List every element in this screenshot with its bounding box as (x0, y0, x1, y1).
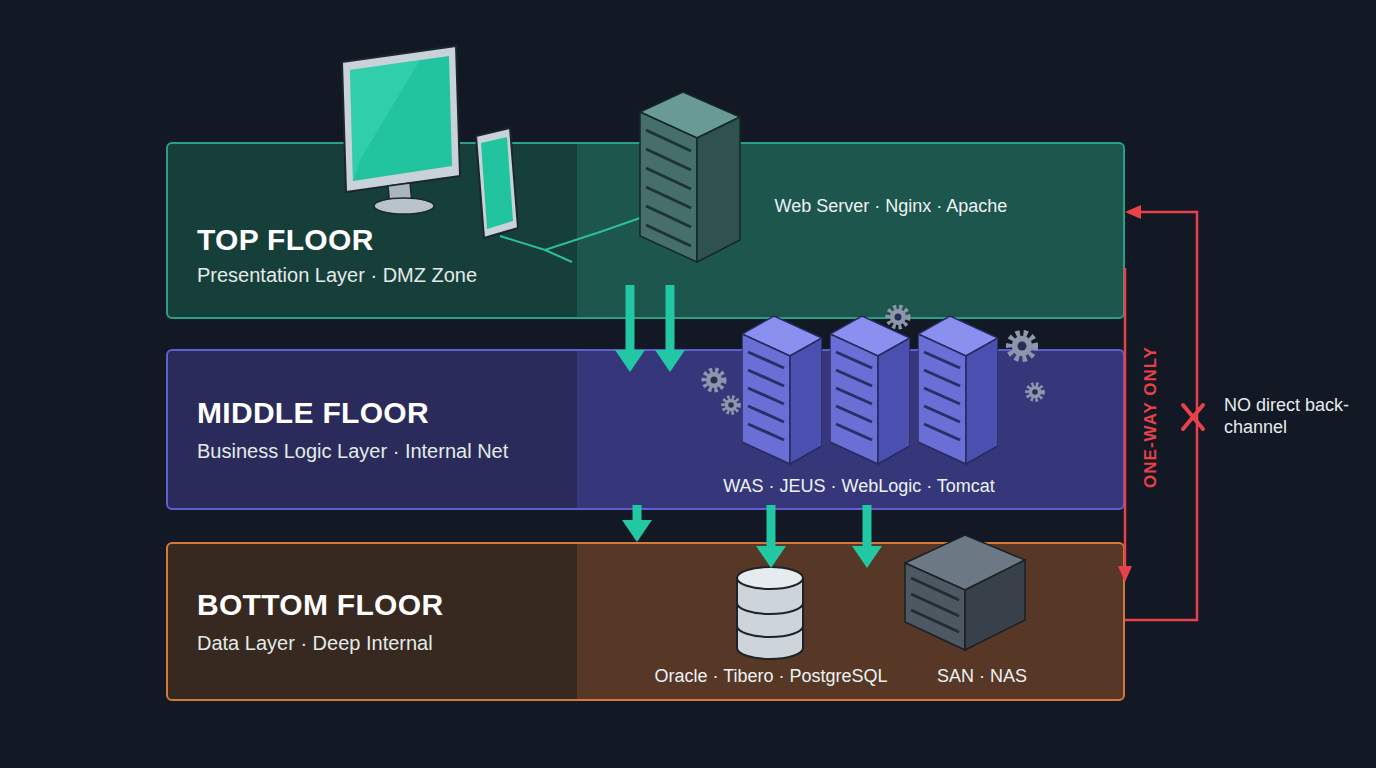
storage-group: SAN · NAS (905, 568, 1060, 695)
component-label: SAN · NAS (937, 666, 1027, 687)
web-server-group: Web Server · Nginx · Apache (600, 150, 1100, 285)
flow-connector (622, 505, 652, 542)
blocked-x-mark (1183, 405, 1203, 429)
component-label: Web Server · Nginx · Apache (775, 196, 1008, 217)
blocked-note: NO direct back-channel (1224, 394, 1354, 438)
layer-band: MIDDLE FLOOR Business Logic Layer · Inter… (166, 349, 1125, 510)
layer-title: TOP FLOOR (197, 223, 374, 257)
flow-connector (1125, 205, 1197, 620)
layer-band: BOTTOM FLOOR Data Layer · Deep InternalOr… (166, 542, 1125, 701)
arrow-head (622, 520, 652, 542)
layer-subtitle: Presentation Layer · DMZ Zone (197, 264, 477, 287)
layer-title: BOTTOM FLOOR (197, 588, 443, 622)
layer-subtitle: Business Logic Layer · Internal Net (197, 440, 508, 463)
arrow-head (1125, 205, 1141, 219)
database-group: Oracle · Tibero · PostgreSQL (640, 568, 902, 695)
layer-band: TOP FLOOR Presentation Layer · DMZ Zone We… (166, 142, 1125, 319)
layer-title: MIDDLE FLOOR (197, 396, 429, 430)
was-group: WAS · JEUS · WebLogic · Tomcat (600, 372, 1100, 505)
flow-rule-label: ONE-WAY ONLY (1141, 346, 1161, 488)
component-label: Oracle · Tibero · PostgreSQL (654, 666, 887, 687)
component-label: WAS · JEUS · WebLogic · Tomcat (723, 476, 995, 497)
layer-subtitle: Data Layer · Deep Internal (197, 632, 433, 655)
